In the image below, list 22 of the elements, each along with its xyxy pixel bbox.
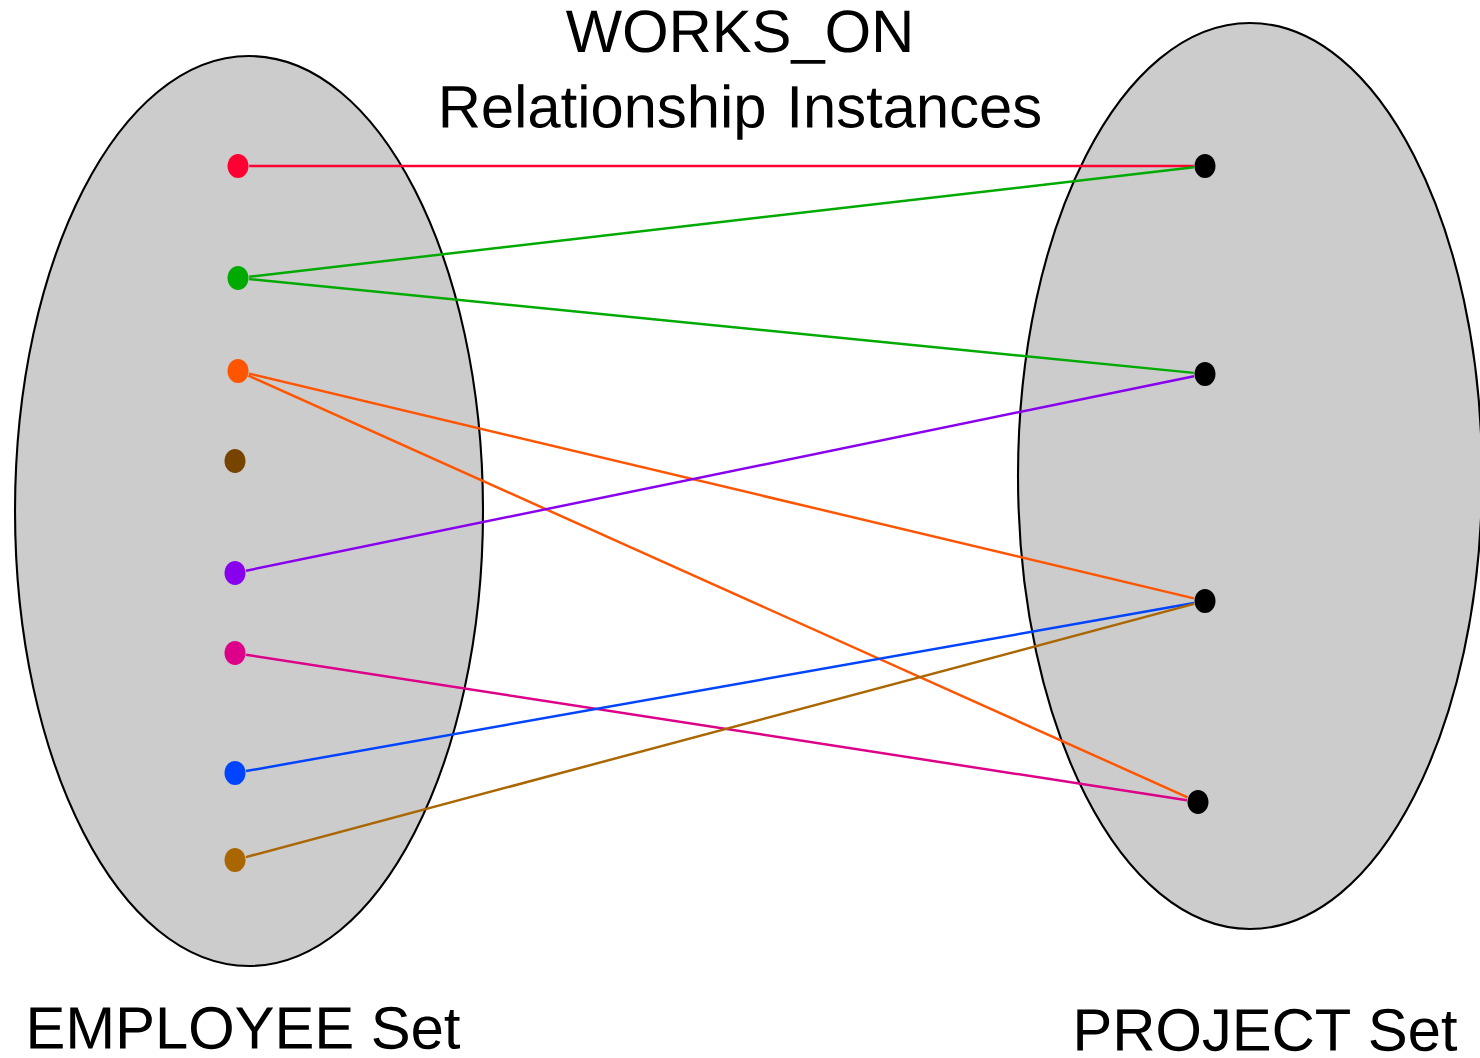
dot (224, 847, 246, 873)
dot (224, 760, 246, 786)
set-label: EMPLOYEE Set (30, 1006, 460, 1050)
connector-line (245, 602, 1195, 859)
connector-line (245, 653, 1188, 802)
dot (1187, 789, 1209, 815)
dot (224, 560, 246, 586)
dot (227, 358, 249, 384)
dot (224, 448, 246, 474)
connector-line (249, 277, 1194, 375)
connector-line (247, 374, 1189, 799)
title: WORKS_ON Relationship Instances (442, 10, 1040, 140)
connector-line (249, 164, 1194, 168)
dot (1194, 361, 1216, 387)
connector-line (249, 166, 1194, 278)
dot (224, 640, 246, 666)
dot (1194, 588, 1216, 614)
connector-line (245, 601, 1195, 773)
dot (227, 265, 249, 291)
set-label: PROJECT Set (1077, 1008, 1458, 1052)
dot (227, 153, 249, 179)
dot (1194, 153, 1216, 179)
